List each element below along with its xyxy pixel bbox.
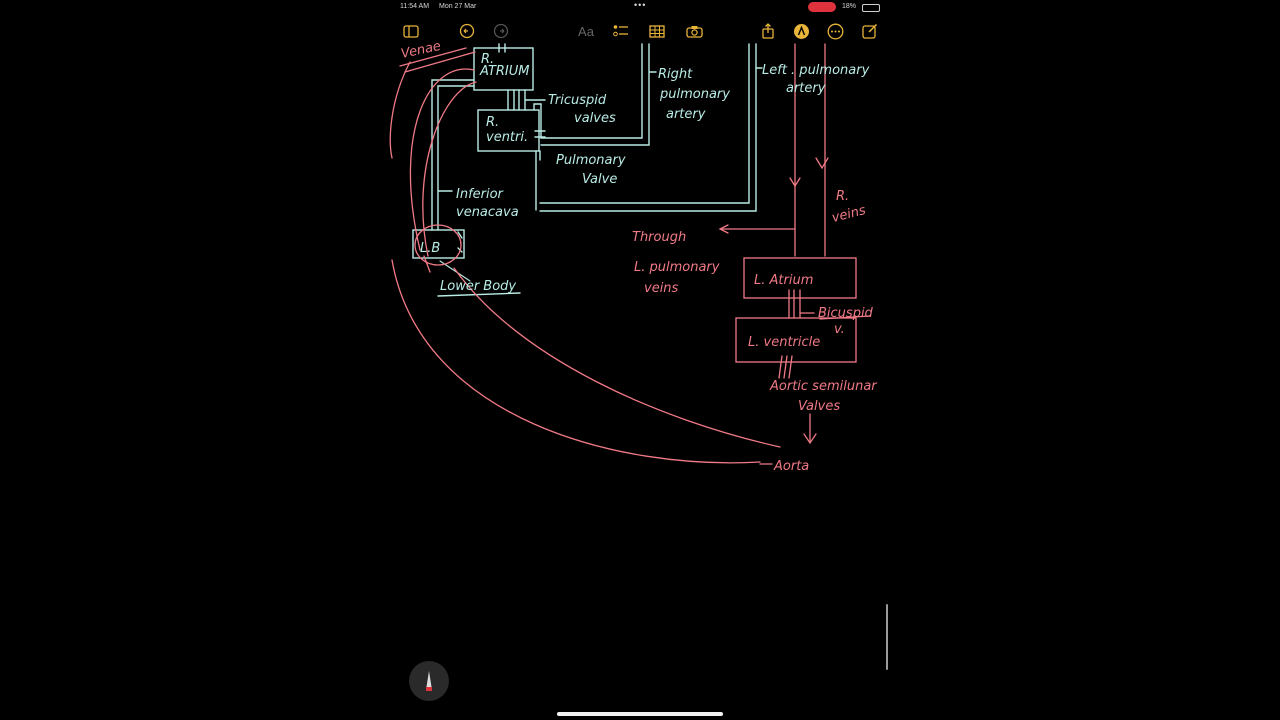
compose-icon[interactable] [861, 22, 879, 40]
share-icon[interactable] [759, 22, 777, 40]
status-date: Mon 27 Mar [439, 3, 477, 10]
screen-record-icon [808, 2, 836, 12]
multitask-dots-icon[interactable]: ••• [634, 0, 647, 10]
camera-icon[interactable] [685, 22, 703, 40]
checklist-icon[interactable] [612, 22, 630, 40]
battery-icon [862, 4, 880, 12]
pencil-icon [426, 671, 432, 691]
status-time: 11:54 AM [400, 3, 430, 10]
more-icon[interactable] [826, 22, 844, 40]
battery-level: 18% [842, 3, 857, 10]
sidebar-icon[interactable] [402, 22, 420, 40]
text-format-icon[interactable]: Aa [578, 23, 594, 39]
home-indicator[interactable] [557, 712, 723, 716]
table-icon[interactable] [648, 22, 666, 40]
pencil-tool-button[interactable] [409, 661, 449, 701]
redo-icon[interactable] [492, 22, 510, 40]
scrollbar[interactable] [886, 604, 888, 670]
markup-icon[interactable] [792, 22, 810, 40]
notes-page [392, 0, 888, 720]
undo-icon[interactable] [458, 22, 476, 40]
